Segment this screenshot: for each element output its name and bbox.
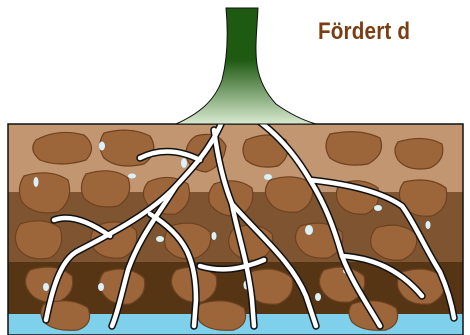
water-drop-icon — [43, 283, 49, 291]
plant-stem-icon — [176, 8, 316, 124]
soil-clod — [100, 130, 154, 166]
water-drop-icon — [315, 293, 321, 301]
water-drop-icon — [156, 236, 164, 242]
water-drop-icon — [99, 142, 105, 151]
soil-clod — [19, 173, 69, 213]
soil-clod — [197, 301, 246, 331]
soil-clod — [326, 132, 382, 165]
soil-clod — [15, 221, 61, 259]
water-drop-icon — [98, 283, 104, 291]
water-drop-icon — [374, 205, 382, 211]
water-drop-icon — [305, 225, 313, 235]
soil-clod — [81, 171, 129, 207]
water-drop-icon — [264, 174, 272, 180]
soil-clod — [33, 132, 92, 164]
water-drop-icon — [34, 177, 39, 187]
soil-clod — [395, 138, 443, 169]
water-drop-icon — [212, 232, 217, 240]
water-drop-icon — [426, 221, 431, 229]
water-drop-icon — [181, 158, 187, 168]
water-drop-icon — [128, 174, 136, 179]
